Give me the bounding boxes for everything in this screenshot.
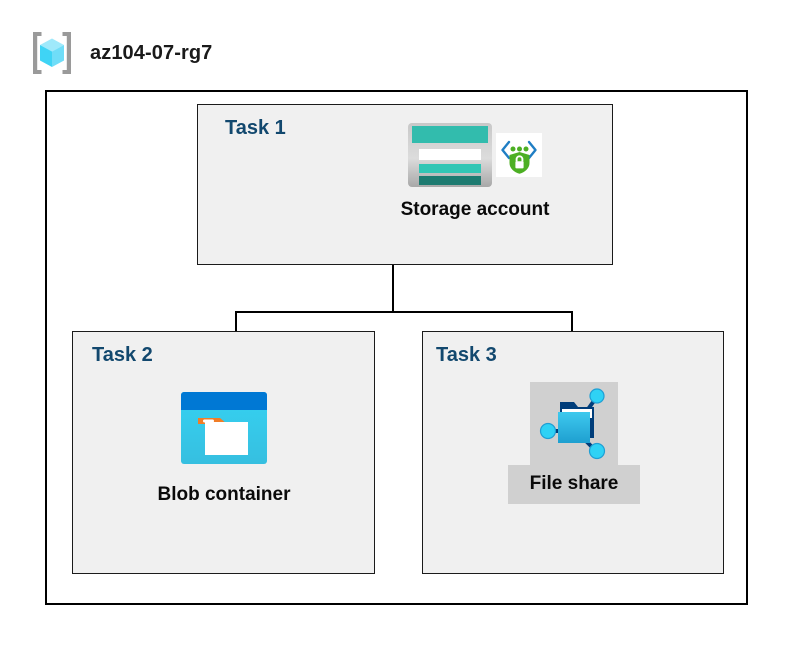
task-box-2[interactable]: Task 2 Blob container (72, 331, 375, 574)
task-3-label: Task 3 (436, 344, 497, 366)
storage-account-caption: Storage account (400, 199, 550, 220)
task-box-1[interactable]: Task 1 (197, 104, 613, 265)
resource-group-title: az104-07-rg7 (90, 42, 213, 64)
blob-container-node[interactable]: Blob container (128, 391, 320, 504)
secure-endpoint-icon (496, 133, 542, 177)
resource-group-icon (33, 32, 71, 74)
blob-container-caption: Blob container (157, 484, 291, 505)
blob-container-icon (181, 392, 267, 464)
file-share-node[interactable]: File share (507, 382, 641, 504)
file-share-icon-highlight (530, 382, 618, 466)
task-1-label: Task 1 (225, 117, 286, 139)
resource-group-header: az104-07-rg7 (28, 26, 448, 80)
task-box-3[interactable]: Task 3 (422, 331, 724, 574)
task-2-label: Task 2 (92, 344, 153, 366)
storage-icon-row (408, 121, 542, 189)
file-share-icon (539, 388, 606, 460)
storage-account-icon (408, 123, 492, 187)
file-share-caption-highlight: File share (507, 465, 641, 504)
file-share-caption: File share (529, 473, 619, 494)
storage-account-node[interactable]: Storage account (345, 121, 605, 219)
